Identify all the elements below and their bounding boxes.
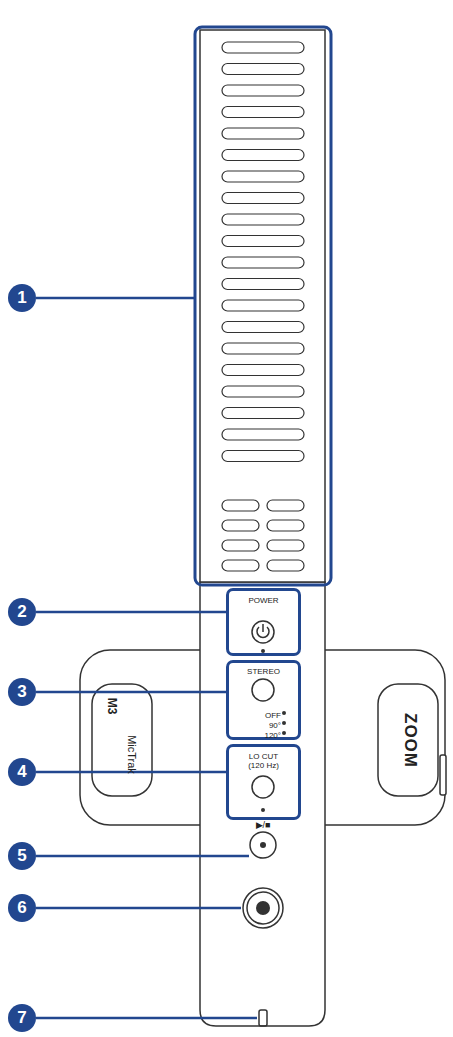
mode-label: 120° bbox=[264, 732, 281, 740]
record-button bbox=[243, 888, 283, 928]
callout-number: 5 bbox=[8, 842, 36, 870]
grille-slot bbox=[222, 365, 304, 376]
led bbox=[282, 721, 286, 725]
mode-label: OFF bbox=[265, 712, 281, 720]
led bbox=[261, 808, 265, 812]
highlight-box: LO CUT (120 Hz) bbox=[226, 744, 301, 820]
power-icon bbox=[257, 624, 269, 637]
grille-slot bbox=[222, 279, 304, 290]
callout-number: 3 bbox=[8, 678, 36, 706]
side-notch bbox=[440, 755, 446, 795]
grille-slot bbox=[222, 193, 304, 204]
product-name: MicTrak bbox=[125, 735, 136, 774]
side-panel bbox=[378, 684, 438, 796]
model-name: M3 bbox=[106, 698, 118, 715]
highlight-box: STEREO OFF 90° 120° bbox=[226, 660, 301, 740]
grille-slot bbox=[222, 540, 259, 551]
grille-slot bbox=[222, 150, 304, 161]
led bbox=[261, 649, 265, 653]
grille-slot bbox=[222, 429, 304, 440]
grille-slot bbox=[222, 214, 304, 225]
play-button bbox=[250, 832, 276, 858]
locut-button bbox=[252, 776, 274, 798]
record-ring bbox=[247, 892, 279, 924]
record-dot bbox=[256, 901, 270, 915]
grille-slot bbox=[222, 500, 259, 511]
grille-slot bbox=[222, 257, 304, 268]
grille-slot bbox=[267, 500, 304, 511]
grille-slot bbox=[222, 85, 304, 96]
stereo-button bbox=[252, 679, 274, 701]
grille-slot bbox=[222, 42, 304, 53]
grille-slot bbox=[222, 451, 304, 462]
button-label: POWER bbox=[248, 597, 278, 605]
leader-line bbox=[36, 1017, 257, 1020]
body-column bbox=[200, 582, 325, 1026]
mode-label: 90° bbox=[269, 722, 281, 730]
button-dot bbox=[260, 842, 266, 848]
grille-slot bbox=[222, 128, 304, 139]
grille-slot bbox=[222, 560, 259, 571]
side-panel bbox=[92, 684, 152, 796]
brand-logo: ZOOM bbox=[402, 713, 419, 768]
power-button bbox=[252, 621, 274, 643]
callout-number: 7 bbox=[8, 1004, 36, 1032]
leader-line bbox=[36, 855, 249, 858]
mic-grille bbox=[200, 30, 325, 582]
grille-slot bbox=[222, 386, 304, 397]
grille-slot bbox=[222, 343, 304, 354]
button-label: ▶/■ bbox=[256, 821, 271, 830]
grille-slot bbox=[267, 520, 304, 531]
grille-slot bbox=[222, 107, 304, 118]
slot bbox=[259, 1010, 267, 1026]
button-label: STEREO bbox=[247, 668, 280, 676]
grille-slot bbox=[222, 171, 304, 182]
grille-slot bbox=[267, 560, 304, 571]
grille-slot bbox=[222, 64, 304, 75]
callout-number: 2 bbox=[8, 598, 36, 626]
led bbox=[282, 711, 286, 715]
grille-slot bbox=[267, 540, 304, 551]
grille-slot bbox=[222, 236, 304, 247]
leader-line bbox=[36, 907, 241, 910]
callout-number: 6 bbox=[8, 894, 36, 922]
leader-line bbox=[36, 611, 226, 614]
grille-slot bbox=[222, 322, 304, 333]
grille-slot bbox=[222, 300, 304, 311]
highlight-box: POWER bbox=[226, 588, 301, 656]
led bbox=[282, 731, 286, 735]
leader-line bbox=[36, 297, 195, 300]
grille-slot bbox=[222, 520, 259, 531]
button-label: LO CUT (120 Hz) bbox=[241, 752, 287, 770]
leader-line bbox=[36, 691, 226, 694]
callout-number: 4 bbox=[8, 758, 36, 786]
grille-slot bbox=[222, 408, 304, 419]
callout-number: 1 bbox=[8, 284, 36, 312]
highlight-box bbox=[195, 27, 331, 585]
